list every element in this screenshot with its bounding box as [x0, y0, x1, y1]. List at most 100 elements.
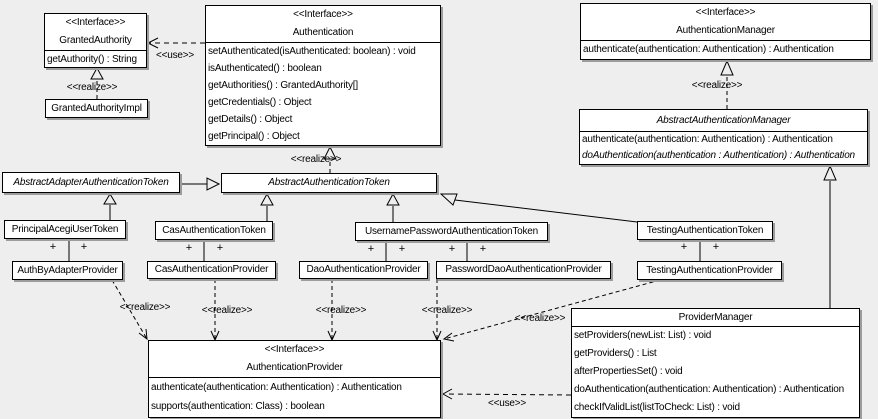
class-stereotype: <<Interface>>	[264, 344, 325, 355]
generalization-edge-castoken-to-abstracttoken	[260, 192, 274, 221]
association-end-label: +	[80, 241, 88, 253]
class-name: AbstractAuthenticationToken	[268, 177, 390, 188]
association-end-label: +	[49, 241, 57, 253]
realize-edge-abstractauthenticationtoken-to-authentication	[323, 145, 337, 173]
realize-edge-label: <<realize>>	[691, 80, 743, 91]
class-dao-authentication-provider: DaoAuthenticationProvider	[299, 261, 428, 279]
class-testing-authentication-provider: TestingAuthenticationProvider	[637, 261, 782, 280]
class-auth-by-adapter-provider: AuthByAdapterProvider	[12, 261, 123, 280]
use-edge-providermanager-to-authenticationprovider	[441, 388, 572, 400]
class-method: setAuthenticated(isAuthenticated: boolea…	[208, 46, 416, 57]
class-granted-authority-impl: GrantedAuthorityImpl	[45, 99, 148, 118]
class-name: CasAuthenticationProvider	[154, 264, 269, 275]
realize-edge-label: <<realize>>	[514, 313, 566, 324]
generalization-edge-providermanager-to-abstractauthenticationmanager	[823, 164, 837, 308]
realize-edge-authbyadapterprovider-to-authenticationprovider	[111, 279, 148, 341]
class-name: AbstractAdapterAuthenticationToken	[13, 176, 169, 188]
class-name: AuthByAdapterProvider	[17, 264, 118, 276]
association-end-label: +	[448, 243, 456, 255]
association-end-label: +	[680, 241, 688, 253]
class-name: AuthenticationManager	[676, 25, 775, 36]
class-name: AuthenticationProvider	[246, 362, 343, 373]
class-method: authenticate(authentication: Authenticat…	[583, 44, 834, 55]
use-edge-label: <<use>>	[487, 398, 527, 409]
generalization-edge-testingtoken-to-abstracttoken	[439, 193, 638, 223]
realize-edge-testingprovider-to-authenticationprovider	[442, 279, 661, 342]
hollow-triangle-icon	[439, 193, 458, 206]
use-edge-authentication-to-grantedauthority	[146, 37, 205, 49]
class-name: PasswordDaoAuthenticationProvider	[445, 264, 602, 275]
class-method: getAuthorities() : GrantedAuthority[]	[208, 80, 358, 91]
class-method: afterPropertiesSet() : void	[574, 366, 683, 377]
hollow-triangle-icon	[206, 177, 221, 191]
hollow-triangle-icon	[323, 145, 337, 160]
class-authentication-provider: <<Interface>> AuthenticationProvider aut…	[148, 340, 441, 418]
hollow-triangle-icon	[103, 193, 117, 205]
realize-edge-label: <<realize>>	[66, 82, 118, 93]
class-method: getAuthority() : String	[47, 54, 137, 65]
class-stereotype: <<Interface>>	[293, 9, 353, 20]
class-provider-manager: ProviderManager setProviders(newList: Li…	[571, 308, 860, 418]
realize-edge-grantedauthorityimpl-to-grantedauthority	[90, 66, 104, 99]
association-end-label: +	[398, 243, 406, 255]
class-abstract-authentication-token: AbstractAuthenticationToken	[221, 173, 437, 193]
class-cas-authentication-provider: CasAuthenticationProvider	[147, 261, 276, 279]
association-end-label: +	[712, 241, 720, 253]
class-testing-authentication-token: TestingAuthenticationToken	[637, 221, 773, 240]
open-arrowhead-icon	[138, 328, 148, 341]
class-name: TestingAuthenticationProvider	[646, 264, 773, 276]
class-method: authenticate(authentication: Authenticat…	[582, 134, 833, 145]
class-granted-authority: <<Interface>> GrantedAuthority getAuthor…	[44, 13, 147, 68]
class-method: setProviders(newList: List) : void	[574, 330, 712, 341]
generalization-edge-abstractadaptertoken-to-abstracttoken	[180, 177, 221, 191]
class-name: Authentication	[292, 27, 354, 38]
class-name: AbstractAuthenticationManager	[656, 115, 791, 126]
class-method: supports(authentication: Class) : boolea…	[151, 401, 325, 412]
class-authentication: <<Interface>> Authentication setAuthenti…	[205, 5, 441, 146]
class-method: getDetails() : Object	[208, 114, 293, 125]
realize-edge-label: <<realize>>	[315, 305, 367, 316]
class-method: isAuthenticated() : boolean	[208, 63, 322, 74]
association-end-label: +	[216, 242, 224, 254]
generalization-edge-usernamepasswordtoken-to-abstracttoken	[386, 192, 400, 222]
class-method: getPrincipal() : Object	[208, 131, 300, 142]
class-name: CasAuthenticationToken	[162, 224, 266, 236]
class-name: UsernamePasswordAuthenticationToken	[364, 225, 539, 237]
class-username-password-authentication-token: UsernamePasswordAuthenticationToken	[355, 222, 548, 241]
class-method: getProviders() : List	[574, 348, 657, 359]
generalization-edge-principaltoken-to-abstractadaptertoken	[103, 193, 117, 220]
realize-edge-label: <<realize>>	[290, 154, 342, 165]
realize-edge-label: <<realize>>	[119, 302, 171, 313]
open-arrowhead-icon	[146, 37, 159, 49]
class-name: GrantedAuthority	[59, 35, 132, 46]
use-edge-label: <<use>>	[155, 50, 195, 61]
hollow-triangle-icon	[386, 192, 400, 206]
association-end-label: +	[185, 242, 193, 254]
class-method: doAuthentication(authentication : Authen…	[582, 150, 855, 161]
class-method: doAuthentication(authentication: Authent…	[574, 384, 844, 395]
realize-edge-label: <<realize>>	[421, 305, 473, 316]
class-method: checkIfValidList(listToCheck: List) : vo…	[574, 402, 740, 413]
class-abstract-authentication-manager: AbstractAuthenticationManager authentica…	[579, 109, 868, 165]
class-abstract-adapter-authentication-token: AbstractAdapterAuthenticationToken	[2, 172, 180, 193]
hollow-triangle-icon	[260, 192, 274, 206]
open-arrowhead-icon	[441, 388, 453, 400]
open-arrowhead-icon	[442, 332, 455, 342]
hollow-triangle-icon	[720, 59, 734, 76]
class-name: GrantedAuthorityImpl	[51, 102, 142, 114]
class-stereotype: <<Interface>>	[65, 17, 126, 28]
class-method: getCredentials() : Object	[208, 97, 312, 108]
class-cas-authentication-token: CasAuthenticationToken	[155, 221, 273, 240]
class-name: ProviderManager	[678, 312, 753, 323]
realize-edge-abstractauthenticationmanager-to-authenticationmanager	[720, 59, 734, 109]
class-name: PrincipalAcegiUserToken	[11, 223, 119, 235]
class-name: DaoAuthenticationProvider	[306, 264, 421, 275]
association-end-label: +	[367, 243, 375, 255]
realize-edge-label: <<realize>>	[201, 305, 253, 316]
association-end-label: +	[479, 243, 487, 255]
hollow-triangle-icon	[823, 164, 837, 181]
class-password-dao-authentication-provider: PasswordDaoAuthenticationProvider	[436, 261, 611, 279]
class-name: TestingAuthenticationToken	[646, 224, 764, 236]
